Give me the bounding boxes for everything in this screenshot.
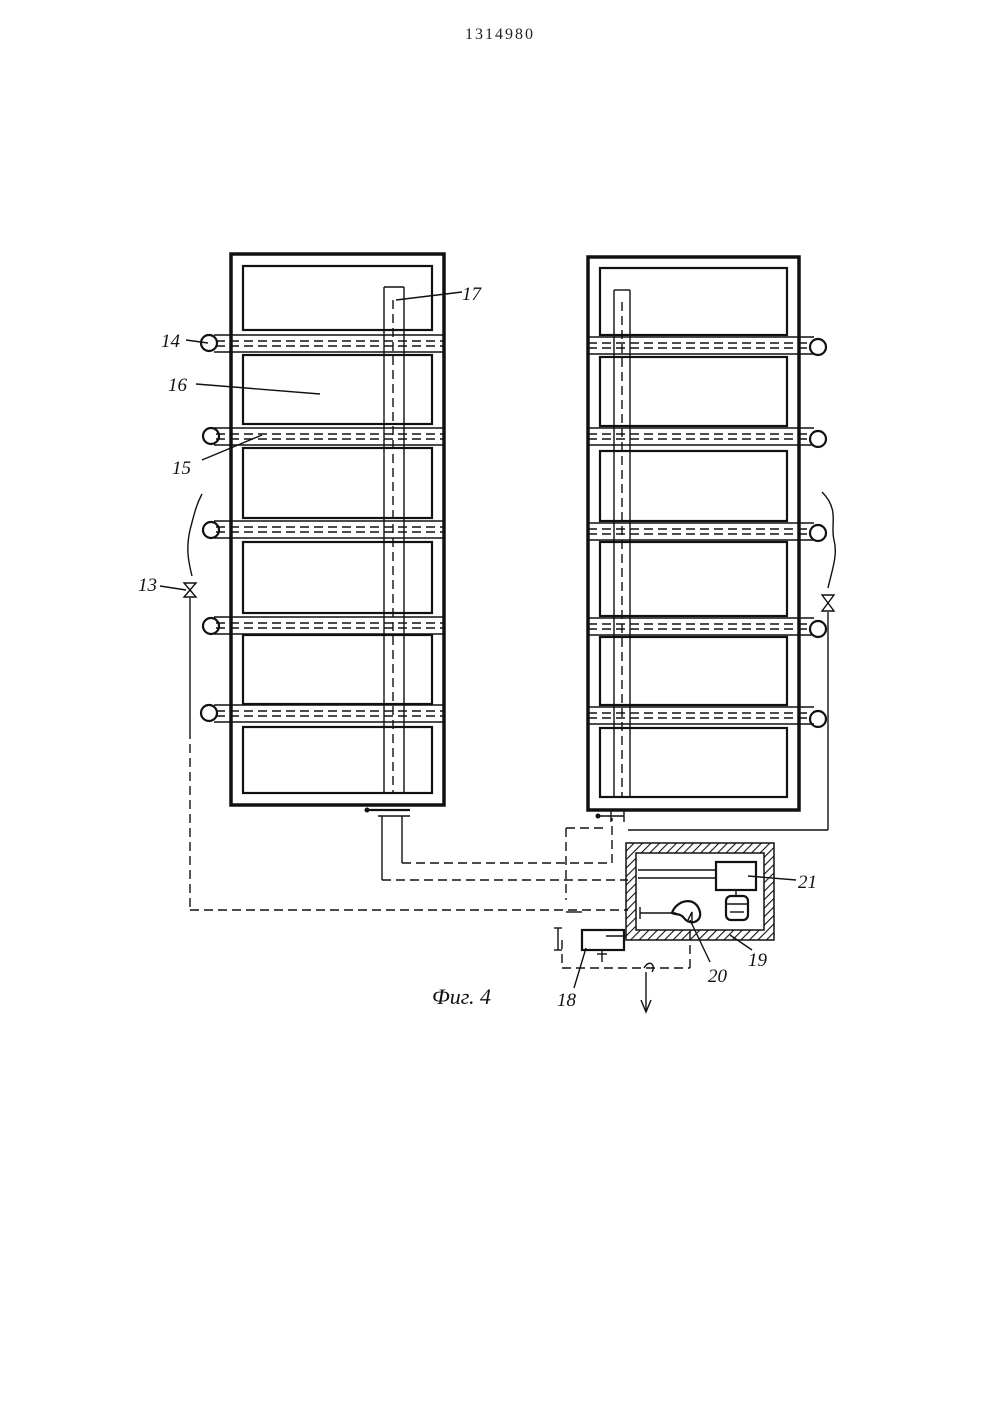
valve-right-icon [822, 595, 834, 611]
label-20: 20 [708, 966, 728, 987]
label-13: 13 [138, 575, 157, 596]
right-nozzles [810, 339, 826, 727]
label-16: 16 [168, 375, 188, 396]
figure-caption: Фиг. 4 [432, 984, 491, 1009]
left-riser-17 [384, 287, 404, 793]
label-14: 14 [161, 331, 181, 352]
label-21: 21 [798, 872, 817, 893]
unit-18 [582, 930, 626, 962]
label-15: 15 [172, 458, 191, 479]
housing-19 [626, 843, 774, 940]
label-19: 19 [748, 950, 768, 971]
label-17: 17 [462, 284, 483, 305]
left-nozzles [201, 335, 219, 721]
label-18: 18 [557, 990, 577, 1011]
left-heating-pipes [214, 335, 444, 722]
right-riser [614, 290, 630, 797]
